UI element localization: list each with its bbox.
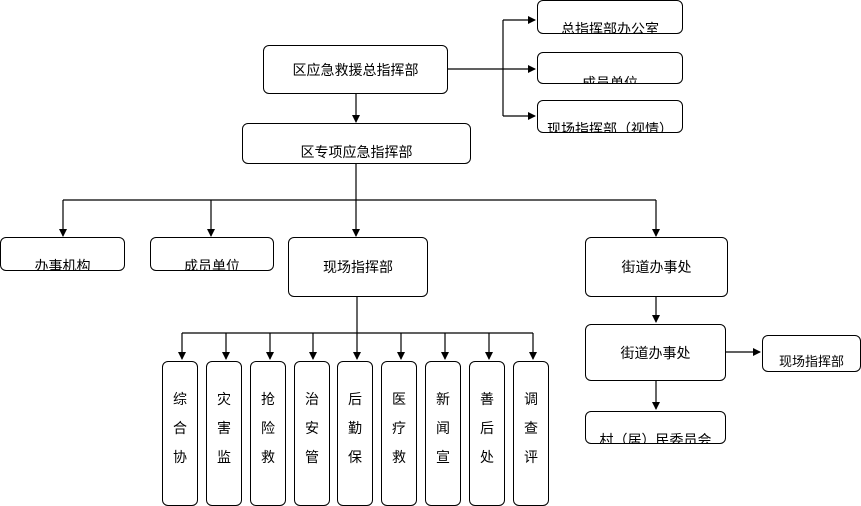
working-group-node: 善 后 处 — [469, 361, 505, 506]
group-char: 抢 — [261, 392, 275, 408]
special-emergency-hq-node: 区专项应急指挥部 — [242, 123, 471, 164]
street-field-hq-label: 现场指挥部 — [778, 355, 844, 370]
group-char: 调 — [524, 392, 538, 408]
group-char: 疗 — [392, 421, 406, 437]
group-char: 后 — [480, 421, 494, 437]
hq-field-label: 现场指挥部（视情） — [547, 122, 673, 133]
group-char: 后 — [348, 392, 362, 408]
working-group-node: 调 查 评 — [513, 361, 549, 506]
hq-office-label: 总指挥部办公室 — [561, 22, 659, 34]
group-char: 宣 — [436, 450, 450, 466]
group-char: 医 — [392, 392, 406, 408]
group-char: 监 — [217, 450, 231, 466]
group-char: 救 — [392, 450, 406, 466]
group-char: 新 — [436, 392, 450, 408]
group-char: 治 — [305, 392, 319, 408]
hq-members-node: 成员单位 — [537, 52, 683, 84]
work-office-label: 办事机构 — [34, 259, 91, 271]
work-office-node: 办事机构 — [0, 237, 125, 271]
working-group-node: 灾 害 监 — [206, 361, 242, 506]
group-char: 闻 — [436, 421, 450, 437]
group-char: 管 — [305, 450, 319, 466]
special-emergency-hq-label: 区专项应急指挥部 — [300, 144, 413, 161]
group-char: 险 — [261, 421, 275, 437]
hq-office-node: 总指挥部办公室 — [537, 0, 683, 34]
field-hq-label: 现场指挥部 — [323, 260, 393, 276]
group-char: 善 — [480, 392, 494, 408]
village-committee-node: 村（居）民委员会 — [585, 411, 726, 444]
group-char: 评 — [524, 450, 538, 466]
group-char: 勤 — [348, 421, 362, 437]
special-members-node: 成员单位 — [150, 237, 274, 271]
district-emergency-hq-label: 区应急救援总指挥部 — [292, 62, 419, 79]
group-char: 害 — [217, 421, 231, 437]
street-office-node-1: 街道办事处 — [585, 237, 728, 297]
working-group-node: 抢 险 救 — [250, 361, 286, 506]
village-committee-label: 村（居）民委员会 — [599, 433, 712, 444]
group-char: 查 — [524, 421, 538, 437]
street-field-hq-node: 现场指挥部 — [762, 335, 861, 372]
hq-field-node: 现场指挥部（视情） — [537, 100, 683, 133]
hq-members-label: 成员单位 — [582, 76, 638, 84]
field-hq-node: 现场指挥部 — [288, 237, 428, 297]
group-char: 处 — [480, 450, 494, 466]
street-office-label-2: 街道办事处 — [620, 345, 691, 362]
group-char: 灾 — [217, 392, 231, 408]
special-members-label: 成员单位 — [184, 259, 240, 271]
working-group-node: 医 疗 救 — [381, 361, 417, 506]
working-group-node: 后 勤 保 — [337, 361, 373, 506]
group-char: 协 — [173, 450, 187, 466]
group-char: 合 — [173, 421, 187, 437]
group-char: 综 — [173, 392, 187, 408]
district-emergency-hq-node: 区应急救援总指挥部 — [263, 45, 448, 94]
working-group-node: 新 闻 宣 — [425, 361, 461, 506]
street-office-label-1: 街道办事处 — [621, 260, 692, 276]
street-office-node-2: 街道办事处 — [585, 324, 726, 381]
working-group-node: 综 合 协 — [162, 361, 198, 506]
working-group-node: 治 安 管 — [294, 361, 330, 506]
group-char: 救 — [261, 450, 275, 466]
group-char: 安 — [305, 421, 319, 437]
group-char: 保 — [348, 450, 362, 466]
